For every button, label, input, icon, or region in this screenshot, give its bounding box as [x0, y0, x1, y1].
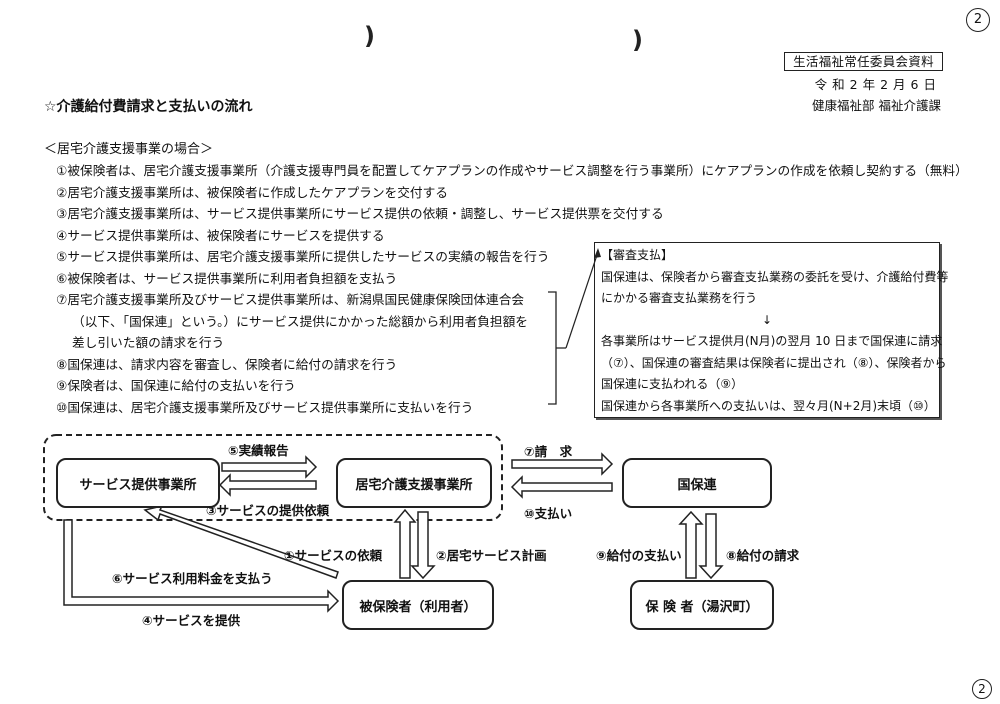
info-box-line: 国保連から各事業所への支払いは、翌々月(N+2月)末頃（⑩）: [601, 398, 936, 413]
pay-fee-arrow-icon: [143, 504, 339, 579]
label-pay-fee: ⑥サービス利用料金を支払う: [112, 571, 273, 586]
benefit-payment-up-arrow-icon: [678, 510, 704, 579]
node-insured: 被保険者（利用者）: [342, 580, 494, 630]
step-item: ⑥被保険者は、サービス提供事業所に利用者負担額を支払う: [56, 270, 398, 286]
step-item: ⑧国保連は、請求内容を審査し、保険者に給付の請求を行う: [56, 356, 398, 372]
node-kokuhoren: 国保連: [622, 458, 772, 508]
payment-arrow-icon: [510, 475, 613, 499]
punch-hole-right-icon: ): [632, 26, 643, 54]
section-heading: ＜居宅介護支援事業の場合＞: [44, 142, 214, 157]
page-title: ☆介護給付費請求と支払いの流れ: [44, 99, 253, 115]
node-service-provider: サービス提供事業所: [56, 458, 220, 508]
step-item: ⑤サービス提供事業所は、居宅介護支援事業所に提供したサービスの実績の報告を行う: [56, 249, 550, 264]
step-item: ⑩国保連は、居宅介護支援事業所及びサービス提供事業所に支払いを行う: [56, 399, 474, 415]
dashed-group-border: [43, 434, 503, 521]
page-number-bottom: 2: [972, 679, 992, 699]
service-request-up-arrow-icon: [393, 508, 417, 579]
care-plan-down-arrow-icon: [410, 511, 436, 580]
info-box-line: 国保連に支払われる（⑨）: [601, 377, 744, 391]
label-report: ⑤実績報告: [228, 443, 289, 458]
label-service-request-provider: ③サービスの提供依頼: [206, 503, 330, 518]
step-item: ④サービス提供事業所は、被保険者にサービスを提供する: [56, 227, 385, 243]
pointer-arrowhead-icon: [594, 248, 601, 258]
service-request-arrow-icon: [218, 473, 317, 497]
report-arrow-icon: [221, 455, 318, 479]
step-item-continued: （以下、「国保連」という。）にサービス提供にかかった総額から利用者負担額を: [72, 313, 528, 329]
review-payment-info-box: 【審査支払】 国保連は、保険者から審査支払業務の委託を受け、介護給付費等 にかか…: [594, 242, 949, 418]
label-benefit-payment: ⑨給付の支払い: [596, 548, 682, 563]
info-box-line: 各事業所はサービス提供月(N月)の翌月 10 日まで国保連に請求: [601, 334, 943, 348]
page-number-top: 2: [966, 8, 990, 32]
info-box-line: 国保連は、保険者から審査支払業務の委託を受け、介護給付費等: [601, 269, 949, 284]
node-care-support: 居宅介護支援事業所: [336, 458, 492, 508]
label-claim: ⑦請 求: [524, 444, 573, 459]
label-payment: ⑩支払い: [524, 506, 573, 521]
label-benefit-claim: ⑧給付の請求: [726, 548, 800, 563]
department-name: 健康福祉部 福祉介護課: [812, 98, 941, 113]
label-service-request: ①サービスの依頼: [284, 548, 383, 563]
step-item: ①被保険者は、居宅介護支援事業所（介護支援専門員を配置してケアプランの作成やサー…: [56, 163, 968, 178]
down-arrow-icon: ↓: [761, 312, 773, 327]
info-box-line: にかかる審査支払業務を行う: [601, 291, 758, 305]
step-item: ⑦居宅介護支援事業所及びサービス提供事業所は、新潟県国民健康保険団体連合会: [56, 292, 525, 307]
steps-list: ①被保険者は、居宅介護支援事業所（介護支援専門員を配置してケアプランの作成やサー…: [56, 160, 968, 418]
provide-service-arrow-icon: [63, 519, 340, 613]
label-care-plan: ②居宅サービス計画: [436, 548, 547, 563]
step-item-continued: 差し引いた額の請求を行う: [72, 335, 225, 350]
node-insurer: 保 険 者（湯沢町）: [630, 580, 774, 630]
step-item: ③居宅介護支援事業所は、サービス提供事業所にサービス提供の依頼・調整し、サービス…: [56, 206, 664, 221]
step-item: ②居宅介護支援事業所は、被保険者に作成したケアプランを交付する: [56, 184, 448, 200]
document-date: 令和2年2月6日: [814, 77, 941, 92]
committee-label: 生活福祉常任委員会資料: [784, 52, 943, 71]
claim-arrow-icon: [511, 452, 614, 476]
benefit-claim-down-arrow-icon: [698, 513, 724, 580]
pointer-line: [565, 251, 599, 349]
label-provide-service: ④サービスを提供: [142, 613, 241, 628]
bracket-icon: [548, 291, 566, 405]
punch-hole-left-icon: ): [364, 22, 375, 50]
info-box-line: （⑦）、国保連の審査結果は保険者に提出され（⑧）、保険者から: [601, 355, 947, 370]
info-box-heading: 【審査支払】: [601, 248, 674, 262]
step-item: ⑨保険者は、国保連に給付の支払いを行う: [56, 378, 296, 393]
